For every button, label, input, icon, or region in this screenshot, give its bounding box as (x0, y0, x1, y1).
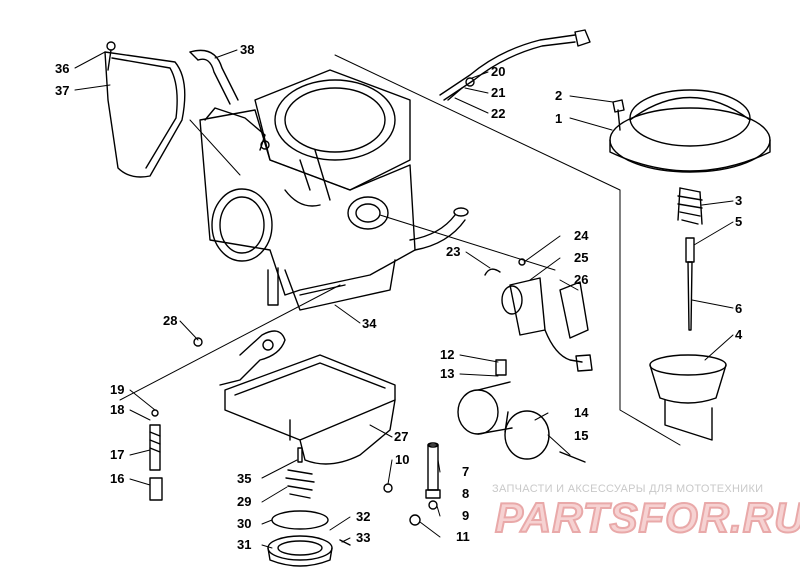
callout-27: 27 (394, 429, 408, 444)
callout-37: 37 (55, 83, 69, 98)
top-cover-part (104, 41, 186, 178)
callout-38: 38 (240, 42, 254, 57)
accelerator-pump-part (267, 447, 351, 567)
callout-1: 1 (555, 111, 562, 126)
callout-33: 33 (356, 530, 370, 545)
callout-9: 9 (462, 508, 469, 523)
callout-16: 16 (110, 471, 124, 486)
callout-2: 2 (555, 88, 562, 103)
vent-hose-part (189, 49, 239, 105)
main-jet-part (383, 442, 441, 526)
callout-5: 5 (735, 214, 742, 229)
callout-8: 8 (462, 486, 469, 501)
leader-lines (74, 49, 734, 549)
float-bowl-part (224, 354, 396, 465)
callout-6: 6 (735, 301, 742, 316)
callout-15: 15 (574, 428, 588, 443)
diaphragm-cap-part (609, 89, 771, 173)
callout-7: 7 (462, 464, 469, 479)
callout-14: 14 (574, 405, 589, 420)
callout-29: 29 (237, 494, 251, 509)
callout-20: 20 (491, 64, 505, 79)
callout-10: 10 (395, 452, 409, 467)
callout-35: 35 (237, 471, 251, 486)
callout-3: 3 (735, 193, 742, 208)
callout-22: 22 (491, 106, 505, 121)
choke-cable-part (439, 29, 591, 101)
callout-26: 26 (574, 272, 588, 287)
callout-4: 4 (735, 327, 743, 342)
lever-part (193, 330, 286, 386)
callout-17: 17 (110, 447, 124, 462)
callout-12: 12 (440, 347, 454, 362)
callout-31: 31 (237, 537, 251, 552)
carburetor-body-part (199, 69, 469, 311)
callout-36: 36 (55, 61, 69, 76)
slide-spring-part (677, 187, 703, 225)
throttle-sensor-part (484, 258, 593, 372)
part-callouts: 1 2 3 4 5 6 7 8 9 10 11 12 13 14 15 16 1… (55, 42, 743, 552)
callout-11: 11 (456, 529, 470, 544)
callout-23: 23 (446, 244, 460, 259)
callout-19: 19 (110, 382, 124, 397)
callout-25: 25 (574, 250, 588, 265)
callout-21: 21 (491, 85, 505, 100)
callout-28: 28 (163, 313, 177, 328)
float-assembly-part (457, 359, 586, 463)
pilot-screw-part (149, 409, 163, 501)
watermark-logo: PARTSFOR.RU (494, 493, 800, 542)
jet-needle-part (685, 237, 695, 331)
throttle-slide-part (649, 354, 727, 441)
assembly-guide-lines (119, 54, 681, 446)
callout-32: 32 (356, 509, 370, 524)
callout-13: 13 (440, 366, 454, 381)
callout-18: 18 (110, 402, 124, 417)
callout-30: 30 (237, 516, 251, 531)
callout-34: 34 (362, 316, 377, 331)
callout-24: 24 (574, 228, 589, 243)
watermark-tagline: ЗАПЧАСТИ И АКСЕССУАРЫ ДЛЯ МОТОТЕХНИКИ (492, 483, 764, 495)
